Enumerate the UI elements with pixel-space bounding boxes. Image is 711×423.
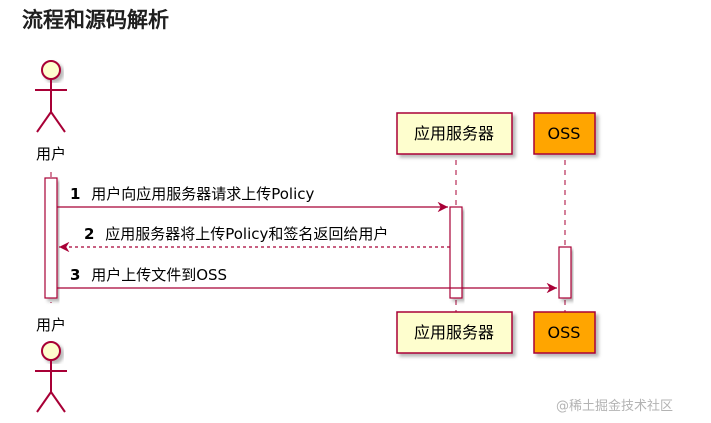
message-2-label: 2 应用服务器将上传Policy和签名返回给用户 (84, 225, 388, 243)
message-2-number: 2 (84, 225, 94, 243)
participant-oss-bottom: OSS (533, 311, 596, 354)
actor-user-bottom (35, 341, 67, 413)
actor-user-bottom-label: 用户 (36, 316, 66, 334)
participant-appserver-top: 应用服务器 (396, 112, 513, 155)
message-1-number: 1 (70, 185, 80, 203)
participant-oss-bottom-label: OSS (548, 323, 581, 342)
message-3-text: 用户上传文件到OSS (91, 266, 227, 284)
message-1-text: 用户向应用服务器请求上传Policy (91, 185, 314, 203)
actor-user-top-head-icon (41, 60, 61, 80)
activation-appserver (449, 206, 463, 299)
activation-user (44, 177, 58, 299)
participant-oss-top-label: OSS (548, 124, 581, 143)
participant-appserver-top-label: 应用服务器 (414, 124, 494, 143)
activation-oss (558, 246, 572, 299)
actor-user-top (35, 60, 67, 133)
watermark: @稀土掘金技术社区 (556, 399, 674, 414)
message-3-number: 3 (70, 266, 80, 284)
page-title: 流程和源码解析 (22, 8, 169, 32)
actor-user-top-label: 用户 (36, 145, 66, 163)
participant-appserver-bottom: 应用服务器 (396, 311, 513, 354)
actor-user-bottom-head-icon (41, 341, 61, 361)
participant-appserver-bottom-label: 应用服务器 (414, 323, 494, 342)
participant-oss-top: OSS (533, 112, 596, 155)
message-2-text: 应用服务器将上传Policy和签名返回给用户 (105, 225, 388, 243)
message-3-label: 3 用户上传文件到OSS (70, 266, 227, 284)
message-1-label: 1 用户向应用服务器请求上传Policy (70, 185, 314, 203)
